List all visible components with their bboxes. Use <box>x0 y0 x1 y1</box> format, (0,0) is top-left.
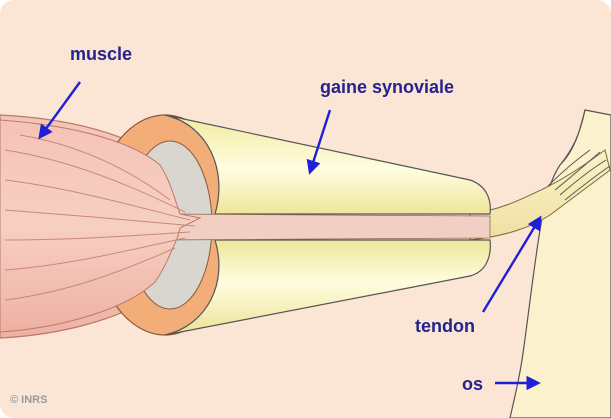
label-muscle: muscle <box>70 44 132 64</box>
credit-text: © INRS <box>10 394 47 406</box>
label-sheath: gaine synoviale <box>320 77 454 97</box>
label-tendon: tendon <box>415 316 475 336</box>
inner-tendon <box>160 214 490 240</box>
label-bone: os <box>462 374 483 394</box>
